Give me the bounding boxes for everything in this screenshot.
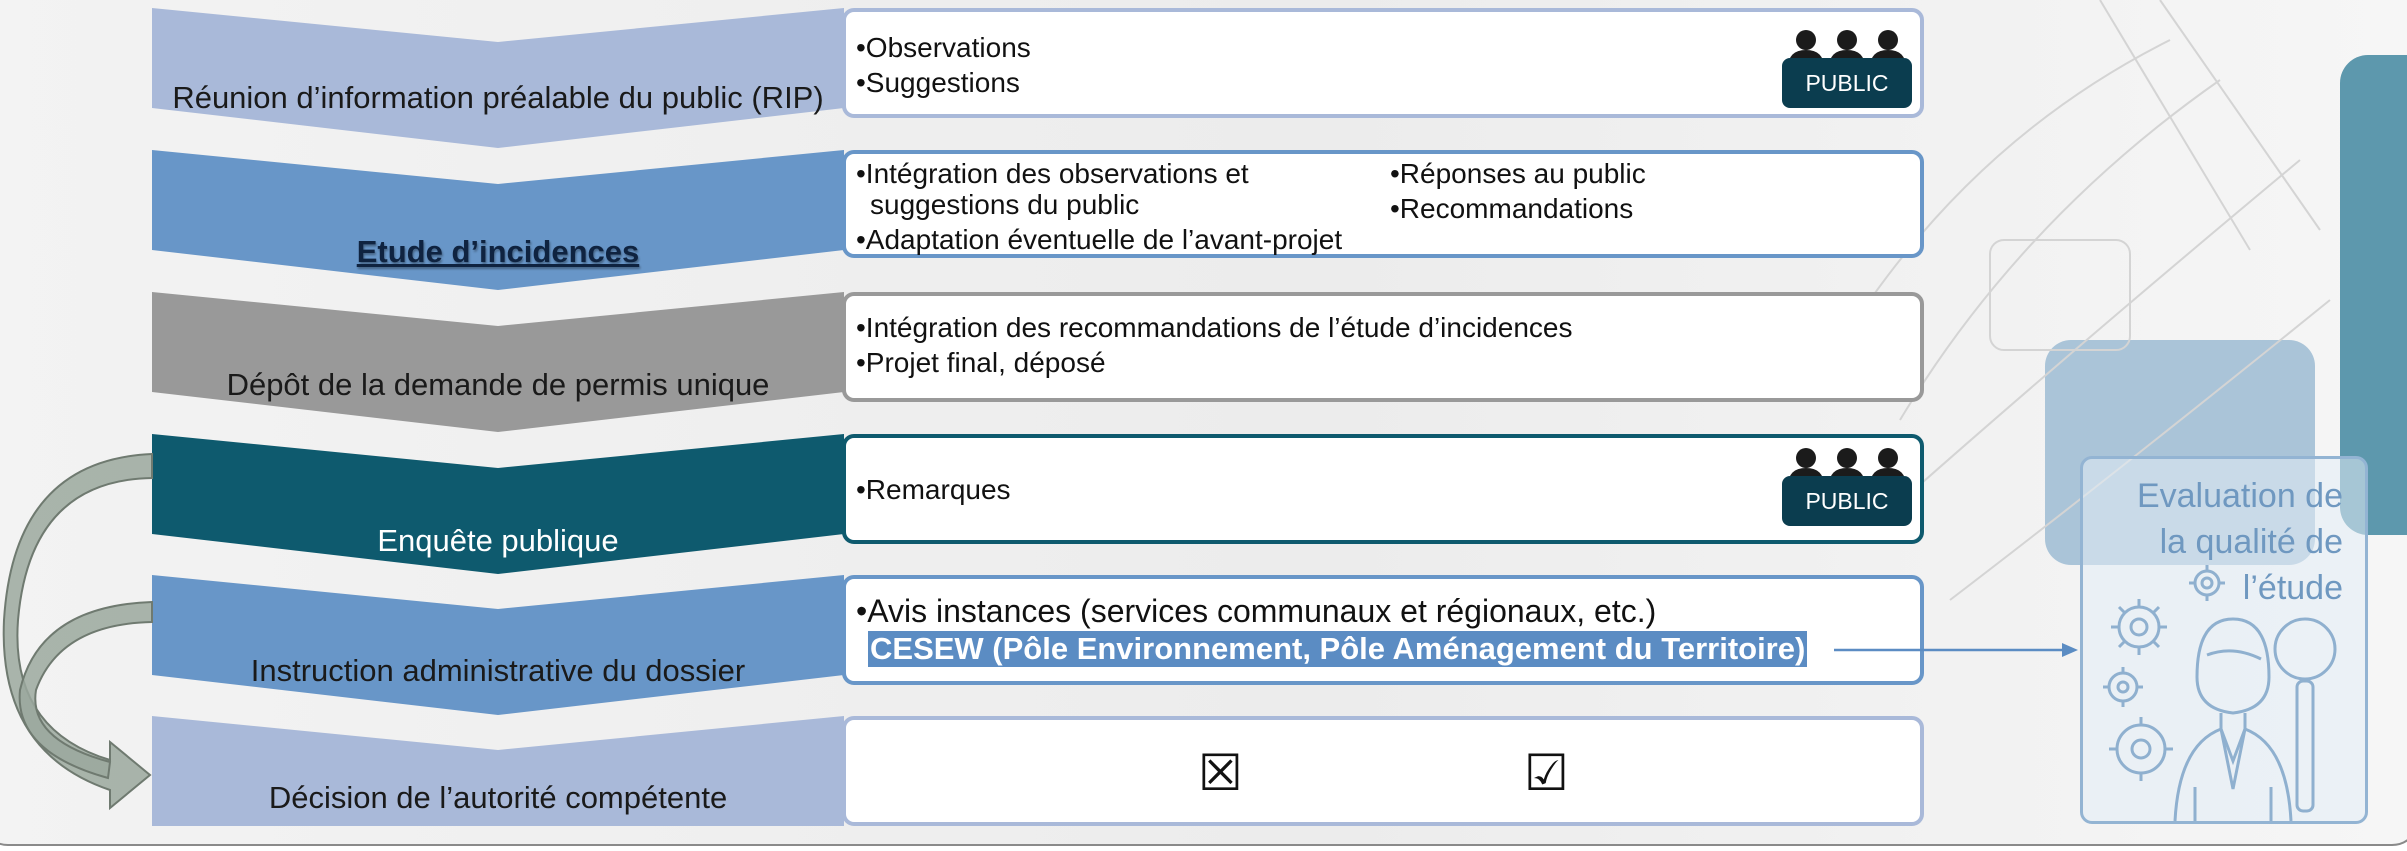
etude-details-box: •Intégration des observations et suggest… (842, 150, 1924, 258)
stage-label-depot: Dépôt de la demande de permis unique (226, 367, 770, 402)
public-badge-label: PUBLIC (1782, 58, 1912, 108)
depot-item-projet-final: •Projet final, déposé (856, 347, 1106, 378)
depot-details-box: •Intégration des recommandations de l’ét… (842, 292, 1924, 402)
decor-tile-teal (2340, 55, 2407, 535)
public-badge: PUBLIC (1782, 446, 1912, 528)
etude-item-adaptation: •Adaptation éventuelle de l’avant-projet (856, 224, 1343, 255)
curved-arrow-instruction-to-decision (18, 600, 153, 780)
stage-chevron-4 (152, 575, 844, 715)
instruction-item-cesew: CESEW (Pôle Environnement, Pôle Aménagem… (868, 631, 1808, 667)
public-badge-label: PUBLIC (1782, 476, 1912, 526)
stage-label-decision: Décision de l’autorité compétente (268, 780, 728, 815)
stage-label-etude: Etude d’incidences (356, 234, 640, 269)
rip-item-observations: •Observations (856, 32, 1031, 63)
public-badge: PUBLIC (1782, 28, 1912, 110)
stage-label-rip: Réunion d’information préalable du publi… (172, 80, 824, 115)
evaluation-title: Evaluation de la qualité de l’étude (2136, 477, 2343, 607)
etude-item-reponses: •Réponses au public (1390, 158, 1646, 189)
rip-details-box: •Observations •Suggestions PUBLIC (842, 8, 1924, 118)
stage-chevron-0 (152, 8, 844, 148)
approved-checkbox-icon: ☑ (1524, 744, 1569, 802)
rip-item-suggestions: •Suggestions (856, 67, 1020, 98)
stage-chevron-3 (152, 434, 844, 574)
depot-item-integration: •Intégration des recommandations de l’ét… (856, 312, 1573, 343)
stage-chevron-1 (152, 150, 844, 290)
cesew-to-evaluation-arrowhead (2062, 643, 2078, 657)
researcher-magnifier-gears-icon (2103, 565, 2337, 822)
etude-item-integration-cont: suggestions du public (870, 189, 1140, 220)
rejected-checkbox-icon: ☒ (1198, 744, 1243, 802)
stage-label-enquete: Enquête publique (377, 523, 619, 558)
enquete-details-box: •Remarques PUBLIC (842, 434, 1924, 544)
enquete-item-remarques: •Remarques (856, 474, 1011, 505)
stage-chevron-5 (152, 716, 844, 826)
evaluation-panel: Evaluation de la qualité de l’étude (2080, 456, 2368, 824)
etude-item-recommandations: •Recommandations (1390, 193, 1634, 224)
stage-label-instruction: Instruction administrative du dossier (250, 653, 746, 688)
instruction-details-box: •Avis instances (services communaux et r… (842, 575, 1924, 685)
stage-chevron-2 (152, 292, 844, 432)
instruction-item-avis: •Avis instances (services communaux et r… (856, 593, 1657, 629)
etude-item-integration: •Intégration des observations et (856, 158, 1249, 189)
decision-box: ☒ ☑ (842, 716, 1924, 826)
